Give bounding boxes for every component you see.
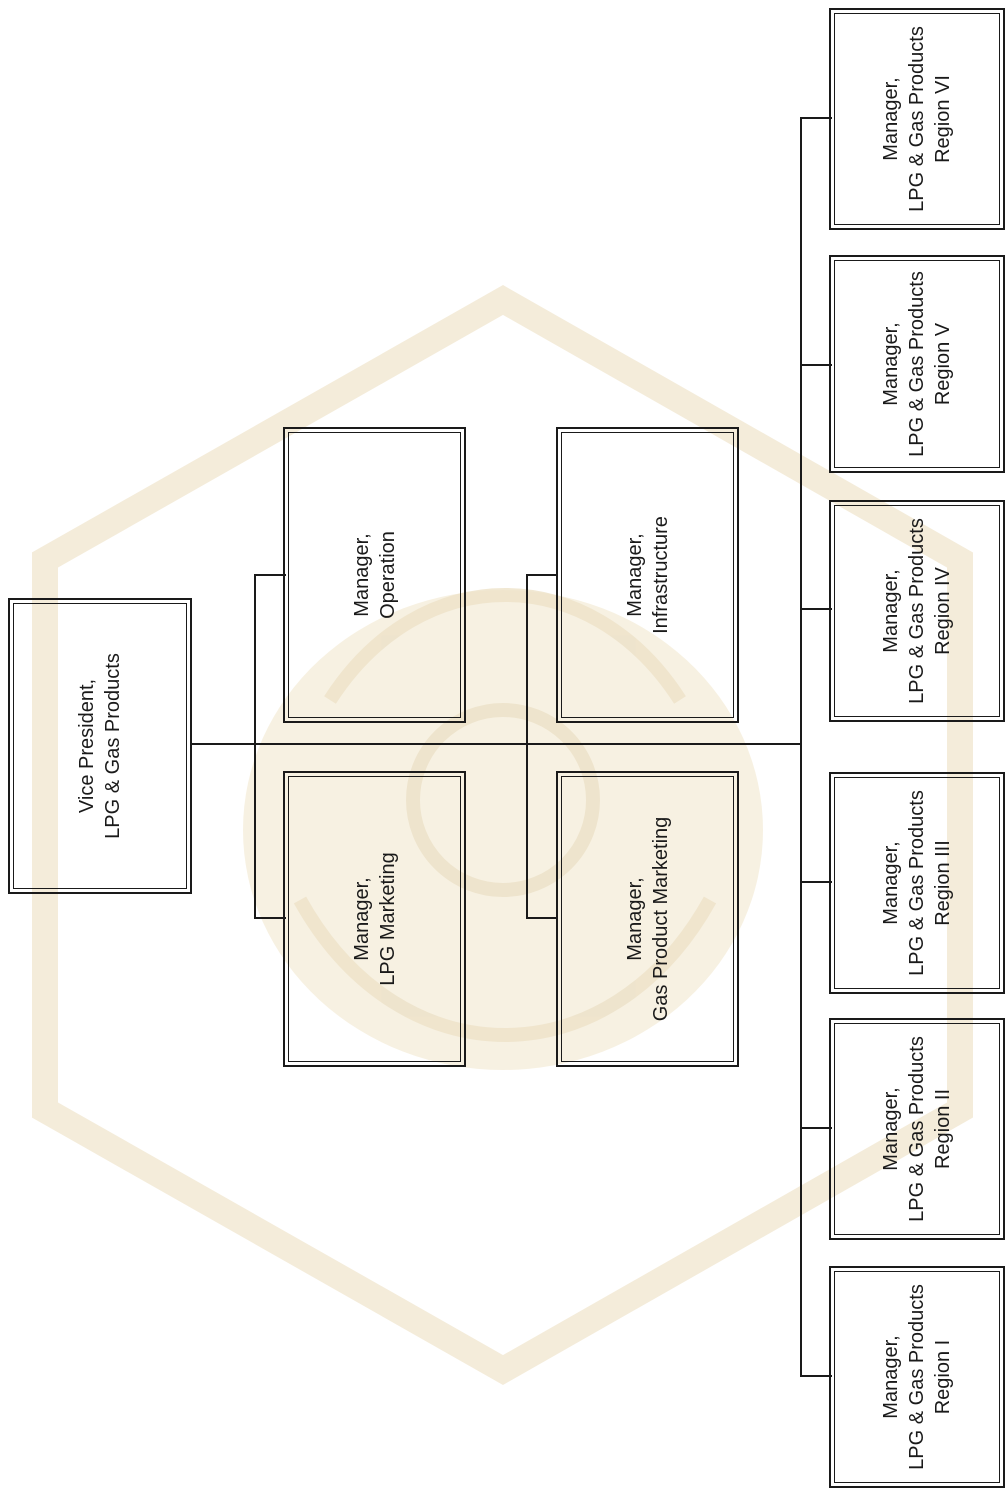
- manager-region-2-title: Manager,: [880, 1087, 902, 1171]
- manager-region-3-box: Manager, LPG & Gas Products Region III: [829, 772, 1005, 994]
- manager-infrastructure-label: Manager, Infrastructure: [622, 516, 674, 634]
- manager-region-4-box: Manager, LPG & Gas Products Region IV: [829, 500, 1005, 722]
- manager-region-6-region: Region VI: [932, 75, 954, 163]
- manager-region-3-title: Manager,: [880, 841, 902, 925]
- manager-region-1-box: Manager, LPG & Gas Products Region I: [829, 1266, 1005, 1488]
- manager-region-5-title: Manager,: [880, 322, 902, 406]
- manager-region-6-title: Manager,: [880, 77, 902, 161]
- manager-operation-unit: Operation: [376, 531, 399, 619]
- connector-ops-vertical: [254, 574, 256, 919]
- manager-gas-product-marketing-title: Manager,: [623, 877, 646, 961]
- manager-region-6-box: Manager, LPG & Gas Products Region VI: [829, 8, 1005, 230]
- vice-president-box: Vice President, LPG & Gas Products: [8, 598, 192, 894]
- manager-infrastructure-title: Manager,: [623, 533, 646, 617]
- manager-region-5-unit: LPG & Gas Products: [906, 271, 928, 457]
- manager-region-1-label: Manager, LPG & Gas Products Region I: [878, 1284, 956, 1470]
- connector-region-5: [800, 364, 832, 366]
- manager-region-3-region: Region III: [932, 840, 954, 926]
- manager-gas-product-marketing-box: Manager, Gas Product Marketing: [556, 771, 739, 1067]
- connector-region-1: [800, 1375, 832, 1377]
- manager-operation-label: Manager, Operation: [349, 531, 401, 619]
- manager-region-3-label: Manager, LPG & Gas Products Region III: [878, 790, 956, 976]
- connector-region-3: [800, 881, 832, 883]
- manager-region-2-label: Manager, LPG & Gas Products Region II: [878, 1036, 956, 1222]
- manager-infrastructure-unit: Infrastructure: [649, 516, 672, 634]
- manager-gas-product-marketing-label: Manager, Gas Product Marketing: [622, 817, 674, 1022]
- manager-region-2-region: Region II: [932, 1088, 954, 1170]
- vice-president-label: Vice President, LPG & Gas Products: [74, 653, 126, 839]
- connector-infra-bottom: [526, 917, 558, 919]
- connector-main-horizontal: [190, 743, 802, 745]
- connector-region-6: [800, 117, 832, 119]
- connector-ops-bottom: [254, 917, 286, 919]
- manager-infrastructure-box: Manager, Infrastructure: [556, 427, 739, 723]
- vice-president-unit: LPG & Gas Products: [102, 653, 124, 839]
- manager-region-6-label: Manager, LPG & Gas Products Region VI: [878, 26, 956, 212]
- manager-region-1-unit: LPG & Gas Products: [906, 1284, 928, 1470]
- manager-region-5-label: Manager, LPG & Gas Products Region V: [878, 271, 956, 457]
- connector-region-2: [800, 1127, 832, 1129]
- manager-region-3-unit: LPG & Gas Products: [906, 790, 928, 976]
- connector-region-vertical: [800, 117, 802, 1377]
- manager-region-4-label: Manager, LPG & Gas Products Region IV: [878, 518, 956, 704]
- manager-region-1-title: Manager,: [880, 1335, 902, 1419]
- manager-operation-title: Manager,: [350, 533, 373, 617]
- manager-lpg-marketing-box: Manager, LPG Marketing: [283, 771, 466, 1067]
- manager-region-1-region: Region I: [932, 1339, 954, 1415]
- connector-infra-top: [526, 574, 558, 576]
- manager-region-2-box: Manager, LPG & Gas Products Region II: [829, 1018, 1005, 1240]
- vice-president-title: Vice President,: [76, 678, 98, 814]
- manager-region-5-box: Manager, LPG & Gas Products Region V: [829, 255, 1005, 473]
- manager-lpg-marketing-title: Manager,: [350, 877, 373, 961]
- manager-operation-box: Manager, Operation: [283, 427, 466, 723]
- manager-region-4-unit: LPG & Gas Products: [906, 518, 928, 704]
- manager-region-4-title: Manager,: [880, 569, 902, 653]
- manager-region-4-region: Region IV: [932, 567, 954, 655]
- manager-lpg-marketing-label: Manager, LPG Marketing: [349, 852, 401, 985]
- manager-region-2-unit: LPG & Gas Products: [906, 1036, 928, 1222]
- manager-region-6-unit: LPG & Gas Products: [906, 26, 928, 212]
- manager-region-5-region: Region V: [932, 322, 954, 406]
- manager-gas-product-marketing-unit: Gas Product Marketing: [649, 816, 672, 1022]
- connector-infra-vertical: [526, 574, 528, 919]
- connector-ops-top: [254, 574, 286, 576]
- manager-lpg-marketing-unit: LPG Marketing: [376, 852, 399, 986]
- connector-region-4: [800, 608, 832, 610]
